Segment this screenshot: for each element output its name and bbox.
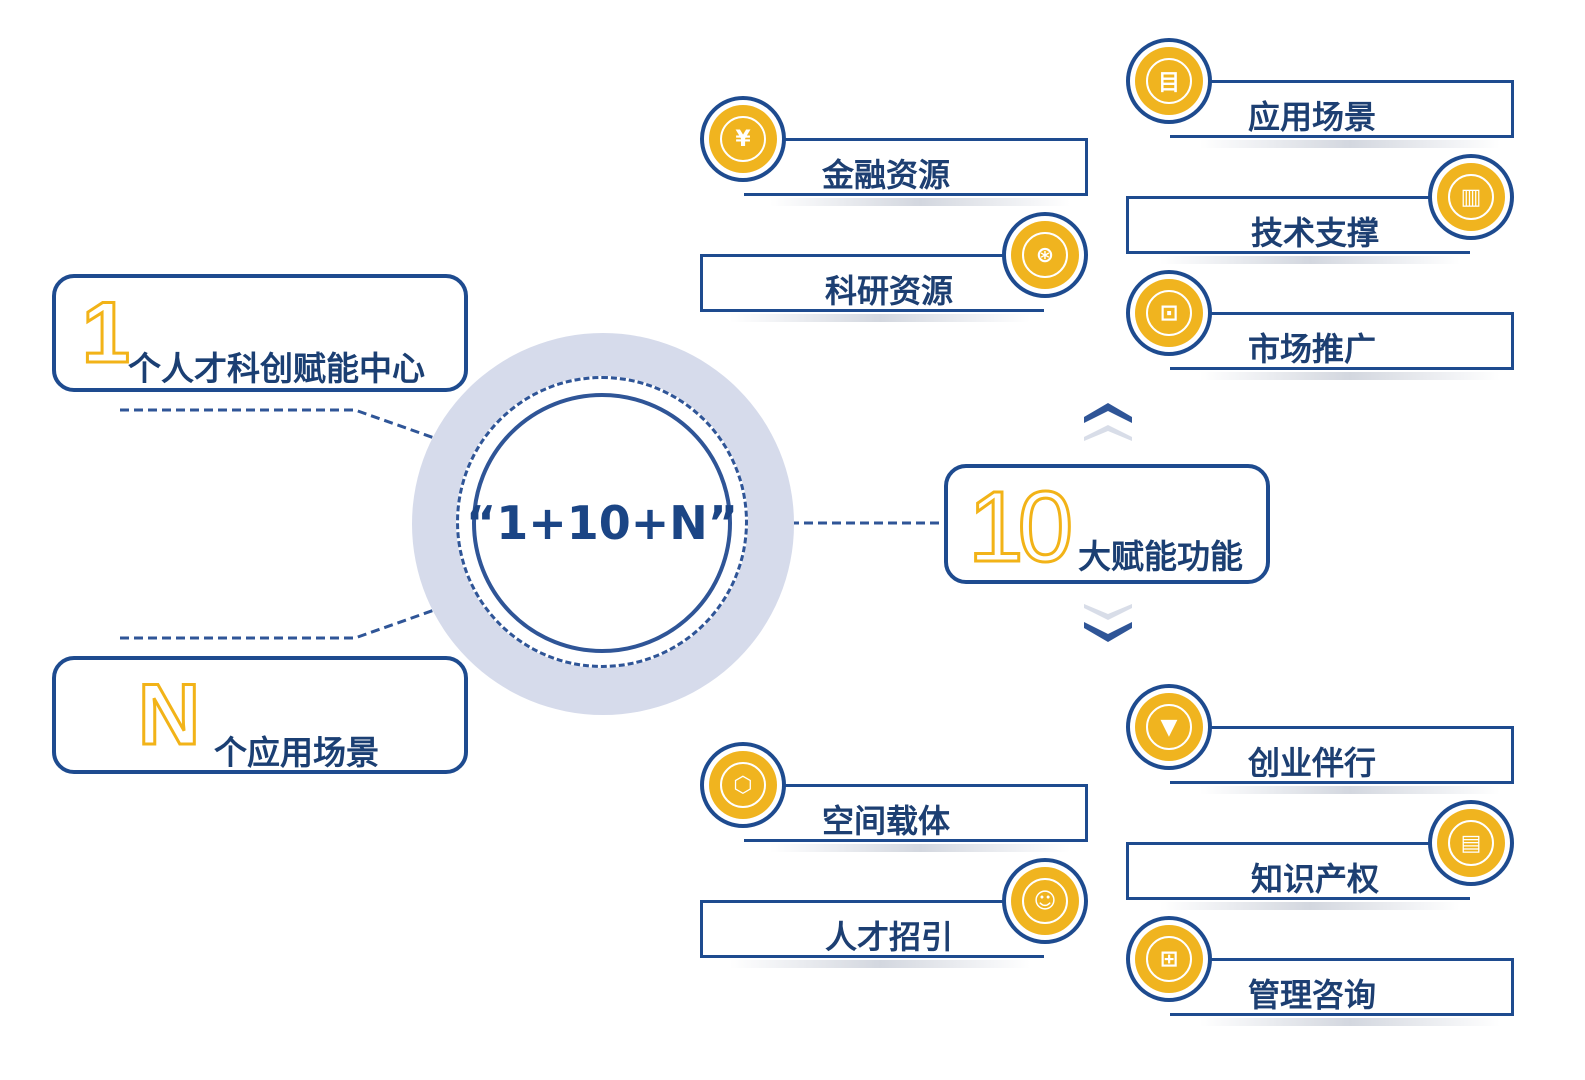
talent-center-box: 1 个人才科创赋能中心 — [52, 274, 468, 392]
function-item: 创业伴行 — [1170, 726, 1514, 784]
functions-box: 10 大赋能功能 — [944, 464, 1270, 585]
function-item: 金融资源 — [744, 138, 1088, 196]
tie-icon: ▼ — [1126, 684, 1212, 770]
talent-center-number: 1 — [81, 284, 132, 383]
scenarios-box: N 个应用场景 — [52, 656, 468, 774]
hand-box-icon: ⊡ — [1126, 270, 1212, 356]
document-icon: 目 — [1126, 38, 1212, 124]
chevron-down-icon — [1084, 604, 1132, 642]
cube-icon: ⬡ — [700, 742, 786, 828]
function-label: 应用场景 — [1248, 98, 1377, 136]
function-item: 技术支撑 — [1126, 196, 1470, 254]
function-label: 金融资源 — [822, 156, 951, 194]
function-label: 知识产权 — [1251, 860, 1380, 898]
item-shadow — [770, 844, 1070, 852]
connector-top-left — [120, 408, 475, 454]
functions-text: 大赋能功能 — [1078, 537, 1243, 576]
item-shadow — [1200, 1018, 1500, 1026]
scenarios-text: 个应用场景 — [214, 733, 379, 772]
item-shadow — [1160, 256, 1460, 264]
function-label: 空间载体 — [822, 802, 951, 840]
scenarios-number: N — [136, 666, 201, 765]
function-label: 科研资源 — [825, 272, 954, 310]
function-item: 应用场景 — [1170, 80, 1514, 138]
function-label: 技术支撑 — [1251, 214, 1380, 252]
hub-core: “1+10+N” — [466, 393, 738, 653]
function-item: 人才招引 — [700, 900, 1044, 958]
chevron-up-icon — [1084, 403, 1132, 441]
certificate-icon: ▤ — [1428, 800, 1514, 886]
function-label: 人才招引 — [825, 918, 954, 956]
item-shadow — [1200, 140, 1500, 148]
functions-number: 10 — [966, 470, 1074, 585]
yen-coin-icon: ¥ — [700, 96, 786, 182]
function-label: 市场推广 — [1248, 330, 1377, 368]
people-icon: ☺ — [1002, 858, 1088, 944]
function-label: 创业伴行 — [1248, 744, 1377, 782]
item-shadow — [770, 198, 1070, 206]
bar-chart-icon: ▥ — [1428, 154, 1514, 240]
item-shadow — [1200, 372, 1500, 380]
function-item: 市场推广 — [1170, 312, 1514, 370]
function-label: 管理咨询 — [1248, 976, 1377, 1014]
item-shadow — [730, 314, 1030, 322]
item-shadow — [1160, 902, 1460, 910]
item-shadow — [1200, 786, 1500, 794]
function-item: 管理咨询 — [1170, 958, 1514, 1016]
talent-center-text: 个人才科创赋能中心 — [128, 349, 425, 388]
function-item: 空间载体 — [744, 784, 1088, 842]
hub-label: “1+10+N” — [465, 496, 739, 550]
function-item: 科研资源 — [700, 254, 1044, 312]
item-shadow — [730, 960, 1030, 968]
grid-apps-icon: ⊞ — [1126, 916, 1212, 1002]
function-item: 知识产权 — [1126, 842, 1470, 900]
atom-icon: ⊛ — [1002, 212, 1088, 298]
connector-bottom-left — [120, 594, 475, 640]
